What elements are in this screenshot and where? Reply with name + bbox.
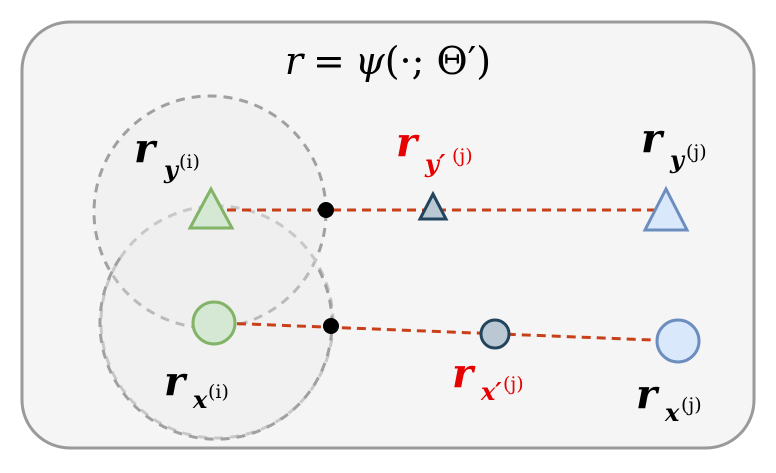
svg-text:y: y	[669, 145, 686, 174]
svg-text:r: r	[134, 125, 158, 172]
svg-text:(j): (j)	[503, 373, 524, 395]
svg-text:x′: x′	[480, 377, 502, 406]
encoder-formula: r=ψ(·; Θ′)	[285, 39, 491, 83]
label-ry-j: r y (j)	[641, 115, 707, 174]
svg-text:r: r	[164, 358, 188, 405]
label-ry-i: r y (i)	[134, 125, 200, 184]
label-rx-j: r x (j)	[636, 371, 702, 427]
svg-text:x: x	[664, 398, 680, 427]
triangle-y-i	[187, 185, 235, 230]
svg-text:y′: y′	[424, 149, 446, 178]
svg-text:(j): (j)	[686, 141, 707, 163]
svg-text:y: y	[163, 155, 180, 184]
circle-x-j	[655, 318, 701, 364]
label-ry-prime-j: r y′ (j)	[396, 119, 473, 178]
svg-text:r: r	[641, 115, 665, 162]
svg-text:r: r	[452, 350, 476, 397]
circle-x-i	[191, 300, 237, 346]
circle-x-prime-j	[479, 318, 511, 350]
triangle-y-j	[642, 185, 690, 232]
label-rx-i: r x (i)	[164, 358, 229, 414]
triangle-y-prime-j	[417, 190, 449, 221]
svg-text:(i): (i)	[179, 151, 200, 173]
intersection-dot-x	[323, 318, 339, 334]
link-line-x	[221, 321, 679, 343]
svg-text:x: x	[192, 385, 208, 414]
label-rx-prime-j: r x′ (j)	[452, 350, 524, 406]
svg-text:r: r	[636, 371, 660, 418]
intersection-dot-y	[318, 202, 334, 218]
svg-text:(i): (i)	[208, 381, 229, 403]
neighborhood-arc-x-i	[98, 257, 334, 441]
svg-text:r: r	[396, 119, 420, 166]
svg-text:(j): (j)	[452, 145, 473, 167]
svg-text:(j): (j)	[681, 394, 702, 416]
